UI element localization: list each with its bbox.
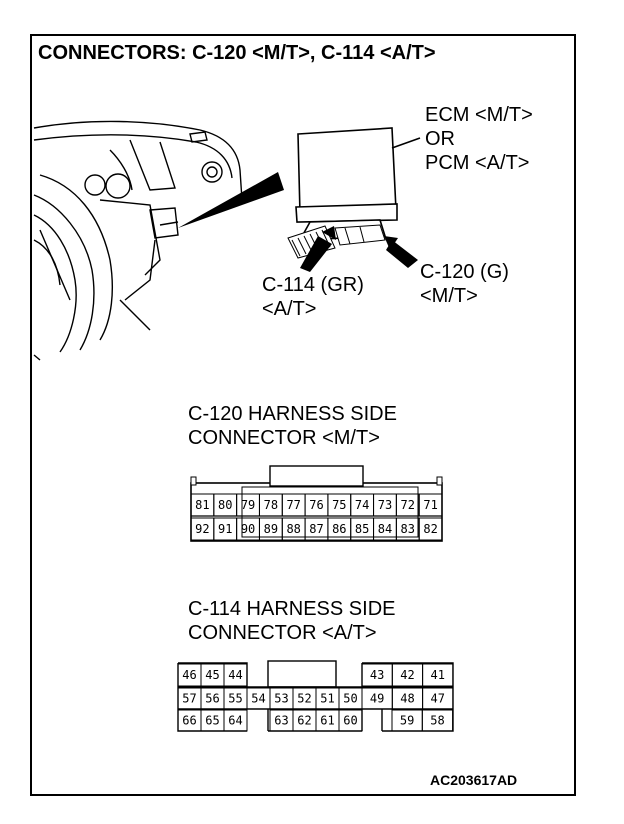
ecm-label-line2: OR: [425, 128, 455, 150]
c114-pin-66: 66: [182, 714, 196, 728]
c114-pin-57: 57: [182, 692, 196, 706]
c114-callout-line1: C-114 (GR): [262, 274, 364, 296]
c114-pin-50: 50: [343, 692, 357, 706]
c120-pin-82-cell: [418, 517, 443, 541]
c114-pin-55: 55: [228, 692, 242, 706]
c120-pin-92: 92: [195, 522, 209, 536]
connector-bundle: [287, 224, 386, 259]
c120-pin-79: 79: [241, 498, 255, 512]
c114-pin-52: 52: [297, 692, 311, 706]
c120-pin-72: 72: [401, 498, 415, 512]
c114-heading-line1: C-114 HARNESS SIDE: [188, 598, 396, 620]
c114-pin-56: 56: [205, 692, 219, 706]
c114-pin-60: 60: [343, 714, 357, 728]
c120-pin-88: 88: [286, 522, 300, 536]
c114-pin-64-cell: [223, 709, 248, 732]
c114-pin-44-cell: [223, 663, 248, 687]
c114-pin-58: 58: [430, 714, 444, 728]
c120-callout-line2: <M/T>: [420, 285, 478, 307]
c120-pin-76: 76: [309, 498, 323, 512]
figure-title: CONNECTORS: C-120 <M/T>, C-114 <A/T>: [38, 42, 436, 64]
c120-heading-line2: CONNECTOR <M/T>: [188, 427, 380, 449]
c114-pin-59: 59: [400, 714, 414, 728]
c114-pin-61: 61: [320, 714, 334, 728]
c114-pin-65: 65: [205, 714, 219, 728]
c120-pin-86: 86: [332, 522, 346, 536]
c114-pin-53: 53: [274, 692, 288, 706]
c114-pin-41-cell: [422, 663, 454, 687]
c120-pin-82: 82: [423, 522, 437, 536]
c114-pin-41: 41: [431, 668, 445, 682]
c120-pin-90: 90: [241, 522, 255, 536]
c114-arrow: [300, 236, 332, 272]
c120-pin-87: 87: [309, 522, 323, 536]
c114-heading-line2: CONNECTOR <A/T>: [188, 622, 377, 644]
ecm-unit: [295, 127, 421, 241]
c114-pin-42: 42: [400, 668, 414, 682]
c114-pin-47: 47: [431, 692, 445, 706]
c120-pin-80: 80: [218, 498, 232, 512]
c120-pin-71-cell: [418, 493, 443, 517]
c120-pin-75: 75: [332, 498, 346, 512]
c120-callout-line1: C-120 (G): [420, 261, 509, 283]
c120-connector: [190, 465, 443, 542]
c120-arrow: [386, 240, 418, 268]
c114-pin-63: 63: [274, 714, 288, 728]
c114-pin-49: 49: [370, 692, 384, 706]
c114-pin-62: 62: [297, 714, 311, 728]
c120-pin-77: 77: [286, 498, 300, 512]
c114-pin-58-cell: [421, 709, 454, 732]
figure-frame: [30, 34, 576, 796]
c120-heading-line1: C-120 HARNESS SIDE: [188, 403, 397, 425]
ecm-label-line1: ECM <M/T>: [425, 104, 533, 126]
c114-pin-54: 54: [251, 692, 265, 706]
c114-pin-51: 51: [320, 692, 334, 706]
dashboard-illustration: [33, 120, 243, 361]
pointer-wedge: [178, 172, 284, 228]
c120-pin-78: 78: [264, 498, 278, 512]
c114-pin-43: 43: [370, 668, 384, 682]
c120-pin-81: 81: [195, 498, 209, 512]
c114-pin-45: 45: [205, 668, 219, 682]
c114-callout-line2: <A/T>: [262, 298, 317, 320]
ecm-label-line3: PCM <A/T>: [425, 152, 530, 174]
c114-pin-46: 46: [182, 668, 196, 682]
c120-pin-84: 84: [378, 522, 392, 536]
c120-pin-83: 83: [401, 522, 415, 536]
c114-pin-64: 64: [228, 714, 242, 728]
c120-pin-89: 89: [264, 522, 278, 536]
c114-pin-44: 44: [228, 668, 242, 682]
c120-pin-85: 85: [355, 522, 369, 536]
c114-pin-grid: 46 45 44 43 42 41 57 56 55 54 53 52 51 50 49 48 47 66 65 64…: [177, 663, 454, 732]
c114-pin-60-cell: [338, 709, 363, 732]
figure-code: AC203617AD: [430, 772, 518, 788]
c114-pin-47-cell: [422, 687, 454, 710]
c120-pin-71: 71: [423, 498, 437, 512]
c120-pin-grid: 81 80 79 78 77 76 75 74 73 72 71 92 91 90 89 88 87 86 85 84…: [190, 493, 443, 541]
c120-pin-73: 73: [378, 498, 392, 512]
c114-pin-48: 48: [400, 692, 414, 706]
c120-pin-74: 74: [355, 498, 369, 512]
c120-pin-91: 91: [218, 522, 232, 536]
